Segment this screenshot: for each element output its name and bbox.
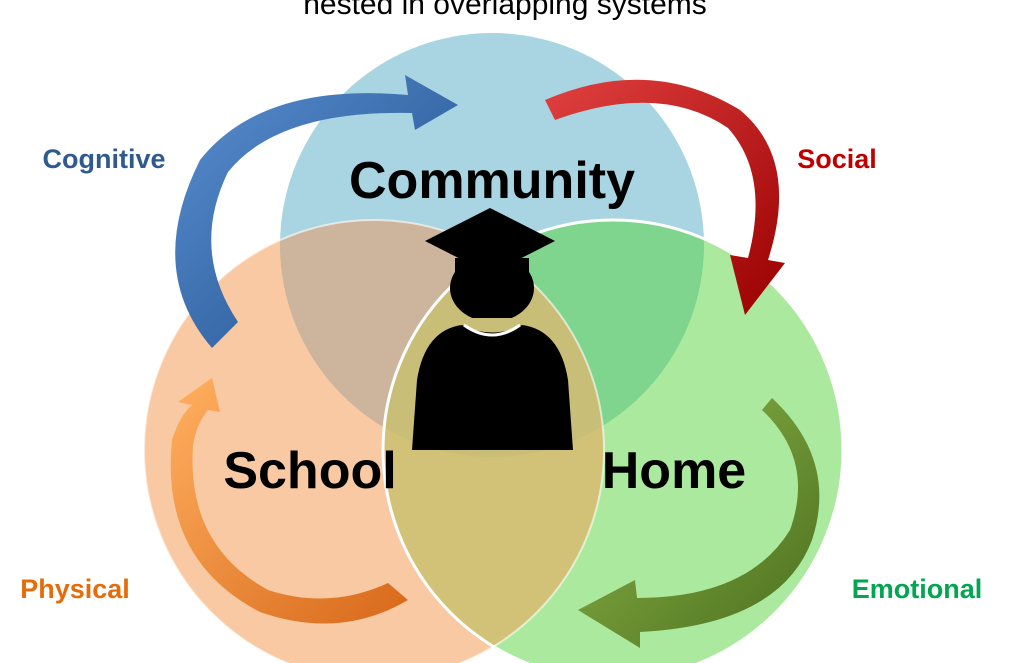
emotional-arrow-icon: [578, 398, 820, 648]
diagram-title: nested in overlapping systems: [303, 0, 707, 21]
social-arrow-icon: [545, 79, 785, 315]
school-circle-outline: [143, 219, 605, 663]
home-label: Home: [602, 442, 746, 500]
physical-arrow-icon: [170, 378, 408, 624]
physical-label: Physical: [20, 574, 130, 604]
cognitive-label: Cognitive: [42, 144, 165, 174]
school-label: School: [223, 442, 396, 500]
social-label: Social: [797, 144, 877, 174]
graduate-student-icon: [412, 208, 573, 450]
cognitive-arrow-icon: [175, 75, 458, 348]
home-circle-outline: [381, 218, 845, 663]
emotional-label: Emotional: [852, 574, 983, 604]
community-label: Community: [349, 152, 635, 210]
